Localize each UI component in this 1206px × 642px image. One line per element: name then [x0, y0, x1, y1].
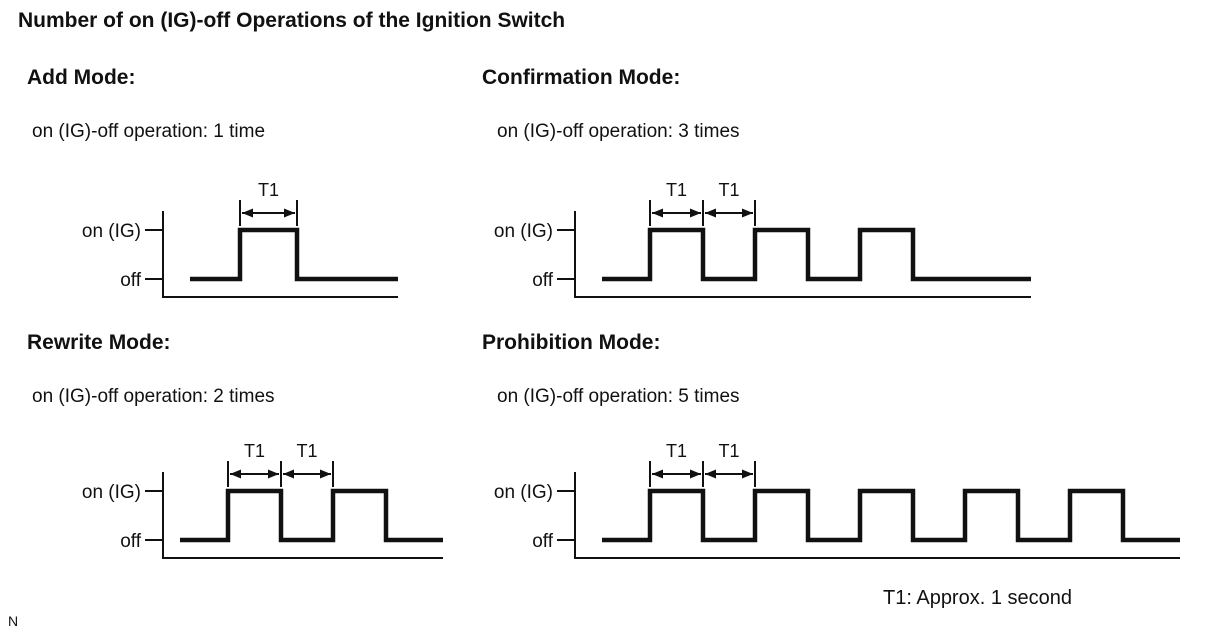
off-level-label: off — [120, 531, 142, 552]
operation-count-add-mode: on (IG)-off operation: 1 time — [32, 121, 266, 142]
off-level-label: off — [532, 531, 554, 552]
waveform-diagram-rewrite-mode: on (IG) off T1 T1 — [82, 441, 443, 559]
on-ig-level-label: on (IG) — [494, 482, 553, 503]
t1-label: T1 — [244, 441, 265, 461]
t1-definition-note: T1: Approx. 1 second — [883, 587, 1073, 609]
t1-label: T1 — [718, 441, 739, 461]
t1-arrowhead-right — [742, 469, 753, 479]
t1-arrowhead-right — [268, 469, 279, 479]
operation-count-prohibition-mode: on (IG)-off operation: 5 times — [497, 386, 740, 407]
on-ig-level-label: on (IG) — [82, 482, 141, 503]
page-marker: N — [8, 613, 19, 629]
t1-arrowhead-right — [742, 208, 753, 218]
operation-count-rewrite-mode: on (IG)-off operation: 2 times — [32, 386, 275, 407]
t1-arrowhead-left — [705, 469, 716, 479]
t1-label: T1 — [258, 180, 279, 200]
t1-arrowhead-left — [283, 469, 294, 479]
heading-add-mode: Add Mode: — [27, 66, 136, 89]
t1-arrowhead-left — [705, 208, 716, 218]
on-ig-level-label: on (IG) — [82, 221, 141, 242]
signal-axis — [162, 472, 443, 559]
t1-label: T1 — [666, 441, 687, 461]
t1-label: T1 — [666, 180, 687, 200]
t1-arrowhead-right — [690, 469, 701, 479]
heading-rewrite-mode: Rewrite Mode: — [27, 331, 171, 354]
on-ig-level-label: on (IG) — [494, 221, 553, 242]
signal-axis — [574, 472, 1180, 559]
t1-arrowhead-left — [652, 469, 663, 479]
t1-arrowhead-left — [652, 208, 663, 218]
heading-confirmation-mode: Confirmation Mode: — [482, 66, 681, 89]
waveform-diagram-add-mode: on (IG) off T1 — [82, 180, 398, 298]
t1-arrowhead-left — [230, 469, 241, 479]
heading-prohibition-mode: Prohibition Mode: — [482, 331, 661, 354]
t1-arrowhead-right — [690, 208, 701, 218]
signal-axis — [162, 211, 398, 298]
off-level-label: off — [532, 270, 554, 291]
square-wave-trace — [602, 488, 1180, 543]
square-wave-trace — [180, 488, 443, 543]
t1-label: T1 — [296, 441, 317, 461]
waveform-diagram-confirmation-mode: on (IG) off T1 T1 — [494, 180, 1031, 298]
off-level-label: off — [120, 270, 142, 291]
t1-label: T1 — [718, 180, 739, 200]
page-title: Number of on (IG)-off Operations of the … — [18, 9, 566, 32]
t1-arrowhead-right — [284, 208, 295, 218]
square-wave-trace — [190, 227, 398, 282]
operation-count-confirmation-mode: on (IG)-off operation: 3 times — [497, 121, 740, 142]
square-wave-trace — [602, 227, 1031, 282]
t1-arrowhead-left — [242, 208, 253, 218]
t1-arrowhead-right — [320, 469, 331, 479]
signal-axis — [574, 211, 1031, 298]
waveform-diagram-prohibition-mode: on (IG) off T1 T1 — [494, 441, 1180, 559]
